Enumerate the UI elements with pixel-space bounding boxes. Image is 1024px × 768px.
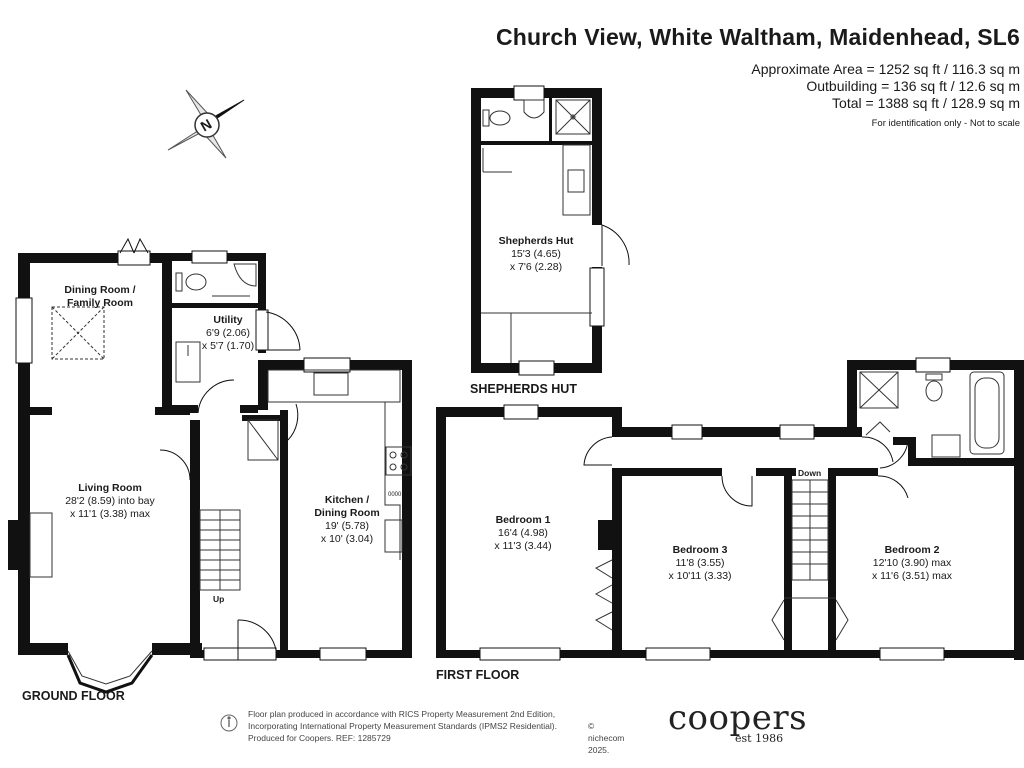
room-dimension: 6'9 (2.06): [205, 327, 251, 339]
room-dimension: x 10'11 (3.33): [668, 570, 732, 582]
property-title: Church View, White Waltham, Maidenhead, …: [495, 24, 1020, 50]
room-kitchen-dining: Kitchen / Dining Room 19' (5.78) x 10' (…: [314, 494, 379, 546]
outbuilding-area: Outbuilding = 136 sq ft / 12.6 sq m: [806, 78, 1020, 94]
room-dimension: 16'4 (4.98): [498, 527, 548, 539]
room-dimension: 28'2 (8.59) into bay: [65, 495, 155, 507]
accessibility-icon: [220, 714, 238, 732]
room-dimension: 11'8 (3.55): [675, 557, 725, 569]
ground-floor-fixtures: [29, 263, 412, 694]
room-bedroom-1: Bedroom 1 16'4 (4.98) x 11'3 (3.44): [494, 514, 551, 553]
room-utility: Utility 6'9 (2.06) x 5'7 (1.70): [202, 314, 254, 353]
room-name: Kitchen / Dining Room: [314, 494, 380, 519]
room-dining-family: Dining Room / Family Room: [64, 284, 135, 310]
room-name: Bedroom 1: [495, 514, 551, 526]
room-name: Dining Room / Family Room: [64, 284, 136, 309]
room-living: Living Room 28'2 (8.59) into bay x 11'1 …: [65, 482, 155, 521]
room-dimension: 15'3 (4.65): [511, 248, 561, 260]
room-name: Bedroom 3: [672, 544, 728, 556]
shepherds-hut-openings: [513, 85, 630, 376]
room-dimension: x 11'3 (3.44): [494, 540, 552, 552]
total-area: Total = 1388 sq ft / 128.9 sq m: [832, 95, 1020, 111]
room-dimension: x 11'6 (3.51) max: [871, 570, 953, 582]
room-name: Utility: [213, 314, 243, 326]
stairs-down-label: Down: [798, 468, 822, 478]
shepherds-hut-label: SHEPHERDS HUT: [470, 382, 577, 396]
room-shepherds-hut: Shepherds Hut 15'3 (4.65) x 7'6 (2.28): [499, 235, 574, 274]
room-dimension: x 7'6 (2.28): [509, 261, 563, 273]
room-name: Living Room: [78, 482, 142, 494]
first-floor-label: FIRST FLOOR: [436, 668, 520, 682]
identification-note: For identification only - Not to scale: [871, 118, 1020, 129]
room-dimension: x 11'1 (3.38) max: [69, 508, 151, 520]
ground-floor-openings: [15, 237, 367, 661]
room-bedroom-2: Bedroom 2 12'10 (3.90) max x 11'6 (3.51)…: [872, 544, 952, 583]
room-dimension: 12'10 (3.90) max: [872, 557, 952, 569]
room-name: Bedroom 2: [884, 544, 940, 556]
shepherds-hut-walls: [471, 88, 602, 373]
footer-line: Produced for Coopers. REF: 1285729: [248, 733, 391, 743]
shepherds-hut-fixtures: [481, 99, 592, 363]
oven-label: 0000: [388, 492, 402, 498]
coopers-logo-sub: est 1986: [735, 732, 784, 745]
footer-line: Floor plan produced in accordance with R…: [248, 709, 556, 719]
footer-disclaimer: Floor plan produced in accordance with R…: [248, 708, 624, 755]
stairs-up-label: Up: [213, 594, 225, 604]
compass-icon: [167, 89, 245, 159]
room-dimension: x 5'7 (1.70): [201, 340, 255, 352]
room-bedroom-3: Bedroom 3 11'8 (3.55) x 10'11 (3.33): [668, 544, 731, 583]
approximate-area: Approximate Area = 1252 sq ft / 116.3 sq…: [751, 61, 1020, 77]
first-floor-fixtures: [594, 371, 1005, 641]
first-floor-openings: [479, 357, 951, 661]
room-dimension: x 10' (3.04): [320, 533, 374, 545]
ground-floor-label: GROUND FLOOR: [22, 689, 125, 703]
room-name: Shepherds Hut: [498, 235, 574, 247]
footer-copyright: © nichecom 2025.: [588, 721, 625, 755]
room-dimension: 19' (5.78): [324, 520, 370, 532]
footer-line: Incorporating International Property Mea…: [248, 721, 557, 731]
coopers-logo: coopers: [668, 698, 808, 738]
